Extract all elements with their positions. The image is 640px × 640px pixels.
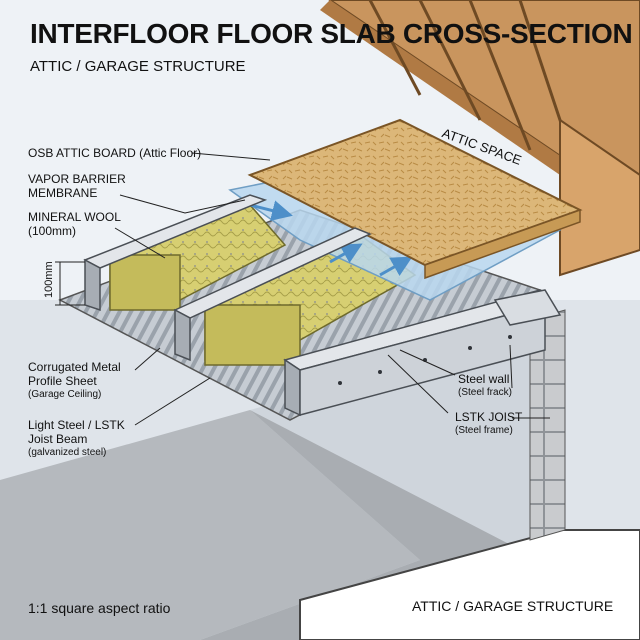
floor-edge bbox=[299, 529, 640, 640]
vapor-arrow-2 bbox=[329, 243, 363, 264]
page-title: INTERFLOOR FLOOR SLAB CROSS-SECTION bbox=[30, 18, 633, 49]
label-vapor-barrier: VAPOR BARRIER MEMBRANE bbox=[28, 172, 126, 200]
label-dimension: 100mm bbox=[43, 261, 55, 298]
vapor-arrow-1 bbox=[249, 200, 293, 221]
label-corrugated-line1: Corrugated Metal bbox=[28, 360, 121, 374]
label-steel-wall-line1: Steel wall bbox=[458, 372, 510, 386]
label-lstk-line2: (Steel frame) bbox=[455, 425, 513, 436]
osb-board-edge bbox=[424, 208, 581, 280]
leader-lines bbox=[114, 152, 550, 426]
label-steel-wall-line2: (Steel frack) bbox=[458, 387, 512, 398]
dimension-line bbox=[55, 261, 85, 306]
footer-left: 1:1 square aspect ratio bbox=[28, 600, 171, 616]
garage-floor bbox=[0, 410, 420, 640]
label-corrugated-line2: Profile Sheet bbox=[28, 374, 97, 388]
label-lstk-line1: LSTK JOIST bbox=[455, 410, 523, 424]
label-corrugated-line3: (Garage Ceiling) bbox=[28, 389, 102, 400]
vapor-arrow-3 bbox=[379, 256, 413, 277]
label-mineral-wool: MINERAL WOOL (100mm) bbox=[28, 210, 121, 238]
label-steel-wall: Steel wall (Steel frack) bbox=[458, 372, 512, 400]
label-vapor-line1: VAPOR BARRIER bbox=[28, 172, 126, 186]
label-wool-line1: MINERAL WOOL bbox=[28, 210, 121, 224]
wool-batt-2-front bbox=[204, 304, 301, 366]
label-joist-beam: Light Steel / LSTK Joist Beam (galvanize… bbox=[28, 418, 125, 460]
label-joist-line3: (galvanized steel) bbox=[28, 447, 107, 458]
label-joist-line2: Joist Beam bbox=[28, 432, 88, 446]
page-subtitle: ATTIC / GARAGE STRUCTURE bbox=[30, 58, 246, 75]
wool-batt-1-front bbox=[109, 254, 181, 311]
label-lstk-joist: LSTK JOIST (Steel frame) bbox=[455, 410, 522, 438]
label-osb: OSB ATTIC BOARD (Attic Floor) bbox=[28, 146, 202, 160]
label-joist-line1: Light Steel / LSTK bbox=[28, 418, 125, 432]
label-wool-line2: (100mm) bbox=[28, 224, 77, 238]
label-corrugated: Corrugated Metal Profile Sheet (Garage C… bbox=[28, 360, 121, 402]
footer-right: ATTIC / GARAGE STRUCTURE bbox=[412, 598, 614, 614]
label-vapor-line2: MEMBRANE bbox=[28, 186, 98, 200]
